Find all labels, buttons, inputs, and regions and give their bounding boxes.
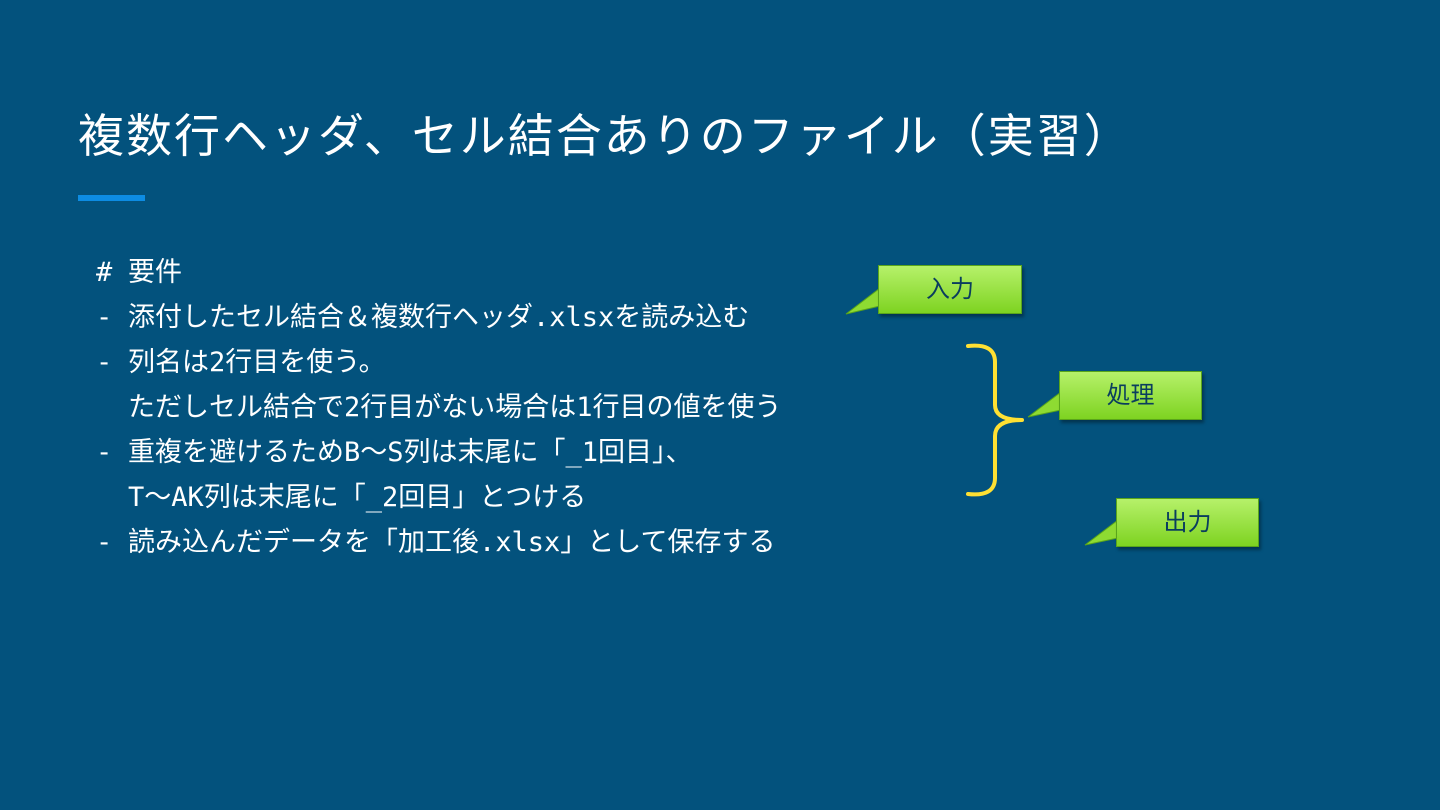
processing-bracket xyxy=(966,343,1024,497)
requirement-line: -読み込んだデータを「加工後.xlsx」として保存する xyxy=(96,520,782,565)
output-callout: 出力 xyxy=(1116,498,1259,547)
bullet-marker: - xyxy=(96,437,113,468)
input-callout: 入力 xyxy=(878,265,1022,314)
output-callout-tail xyxy=(1084,518,1119,546)
bullet-marker: - xyxy=(96,527,113,558)
process-callout: 処理 xyxy=(1059,371,1202,420)
bullet-marker: - xyxy=(96,302,113,333)
requirement-text: T～AK列は末尾に「_2回目」とつける xyxy=(128,482,587,513)
process-callout-tail xyxy=(1027,390,1062,418)
requirement-text: 列名は2行目を使う。 xyxy=(128,347,386,378)
requirement-text: 添付したセル結合＆複数行ヘッダ.xlsxを読み込む xyxy=(128,302,750,333)
input-callout-tail xyxy=(845,286,881,315)
requirement-line: -重複を避けるためB～S列は末尾に「_1回目」、 xyxy=(96,430,782,475)
slide-title: 複数行ヘッダ、セル結合ありのファイル（実習） xyxy=(78,109,1132,163)
requirement-continuation: ただしセル結合で2行目がない場合は1行目の値を使う xyxy=(96,385,782,430)
heading-text: 要件 xyxy=(128,257,182,288)
requirement-line: -列名は2行目を使う。 xyxy=(96,340,782,385)
requirement-text: ただしセル結合で2行目がない場合は1行目の値を使う xyxy=(128,392,782,423)
requirement-line: -添付したセル結合＆複数行ヘッダ.xlsxを読み込む xyxy=(96,295,782,340)
bullet-marker: - xyxy=(96,347,113,378)
requirement-text: 読み込んだデータを「加工後.xlsx」として保存する xyxy=(128,527,776,558)
requirement-continuation: T～AK列は末尾に「_2回目」とつける xyxy=(96,475,782,520)
title-accent-bar xyxy=(78,195,145,201)
heading-marker: # xyxy=(96,257,113,288)
requirements-heading: # 要件 xyxy=(96,250,782,295)
requirements-text: #要件 -添付したセル結合＆複数行ヘッダ.xlsxを読み込む -列名は2行目を使… xyxy=(96,250,782,565)
requirement-text: 重複を避けるためB～S列は末尾に「_1回目」、 xyxy=(128,437,693,468)
